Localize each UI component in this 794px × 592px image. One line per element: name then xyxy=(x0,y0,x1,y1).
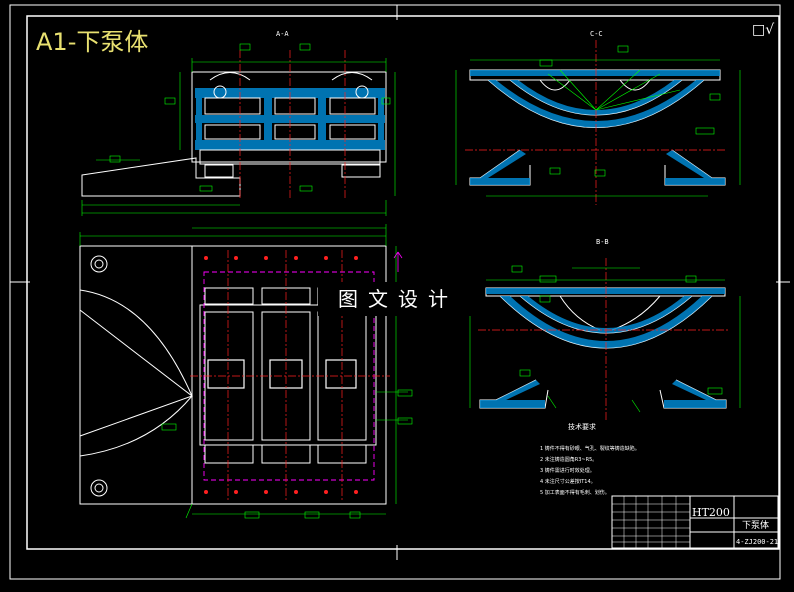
outer-border xyxy=(9,4,781,580)
watermark-banner: 图文设计 xyxy=(318,282,478,316)
tech-notes-list: 1 铸件不得有砂眼、气孔、裂纹等铸造缺陷。 2 未注铸造圆角R3~R5。 3 铸… xyxy=(540,444,640,499)
drawing-code-label: 4-ZJ200-21 xyxy=(736,538,779,546)
section-aa-label: A-A xyxy=(276,30,289,38)
plan-view xyxy=(79,224,413,519)
section-cc-view xyxy=(455,40,741,205)
roughness-check-icon: □√ xyxy=(752,22,775,38)
tech-note: 4 未注尺寸公差按IT14。 xyxy=(540,479,596,485)
material-label: HT200 xyxy=(692,506,730,519)
front-view xyxy=(81,43,396,216)
tech-note: 1 铸件不得有砂眼、气孔、裂纹等铸造缺陷。 xyxy=(540,446,640,452)
tech-note: 2 未注铸造圆角R3~R5。 xyxy=(540,457,598,463)
tech-note: 3 铸件需进行时效处理。 xyxy=(540,468,595,474)
centering-marks xyxy=(10,5,790,560)
section-cc-label: C-C xyxy=(590,30,603,38)
tech-requirements-title: 技术要求 xyxy=(568,423,596,431)
drawing-title: A1-下泵体 xyxy=(36,28,149,56)
section-bb-view xyxy=(469,258,741,420)
section-bb-label: B-B xyxy=(596,238,609,246)
part-name-label: 下泵体 xyxy=(742,521,770,531)
tech-note: 5 加工表面不得有毛刺、划伤。 xyxy=(540,490,610,496)
title-block xyxy=(611,495,779,549)
